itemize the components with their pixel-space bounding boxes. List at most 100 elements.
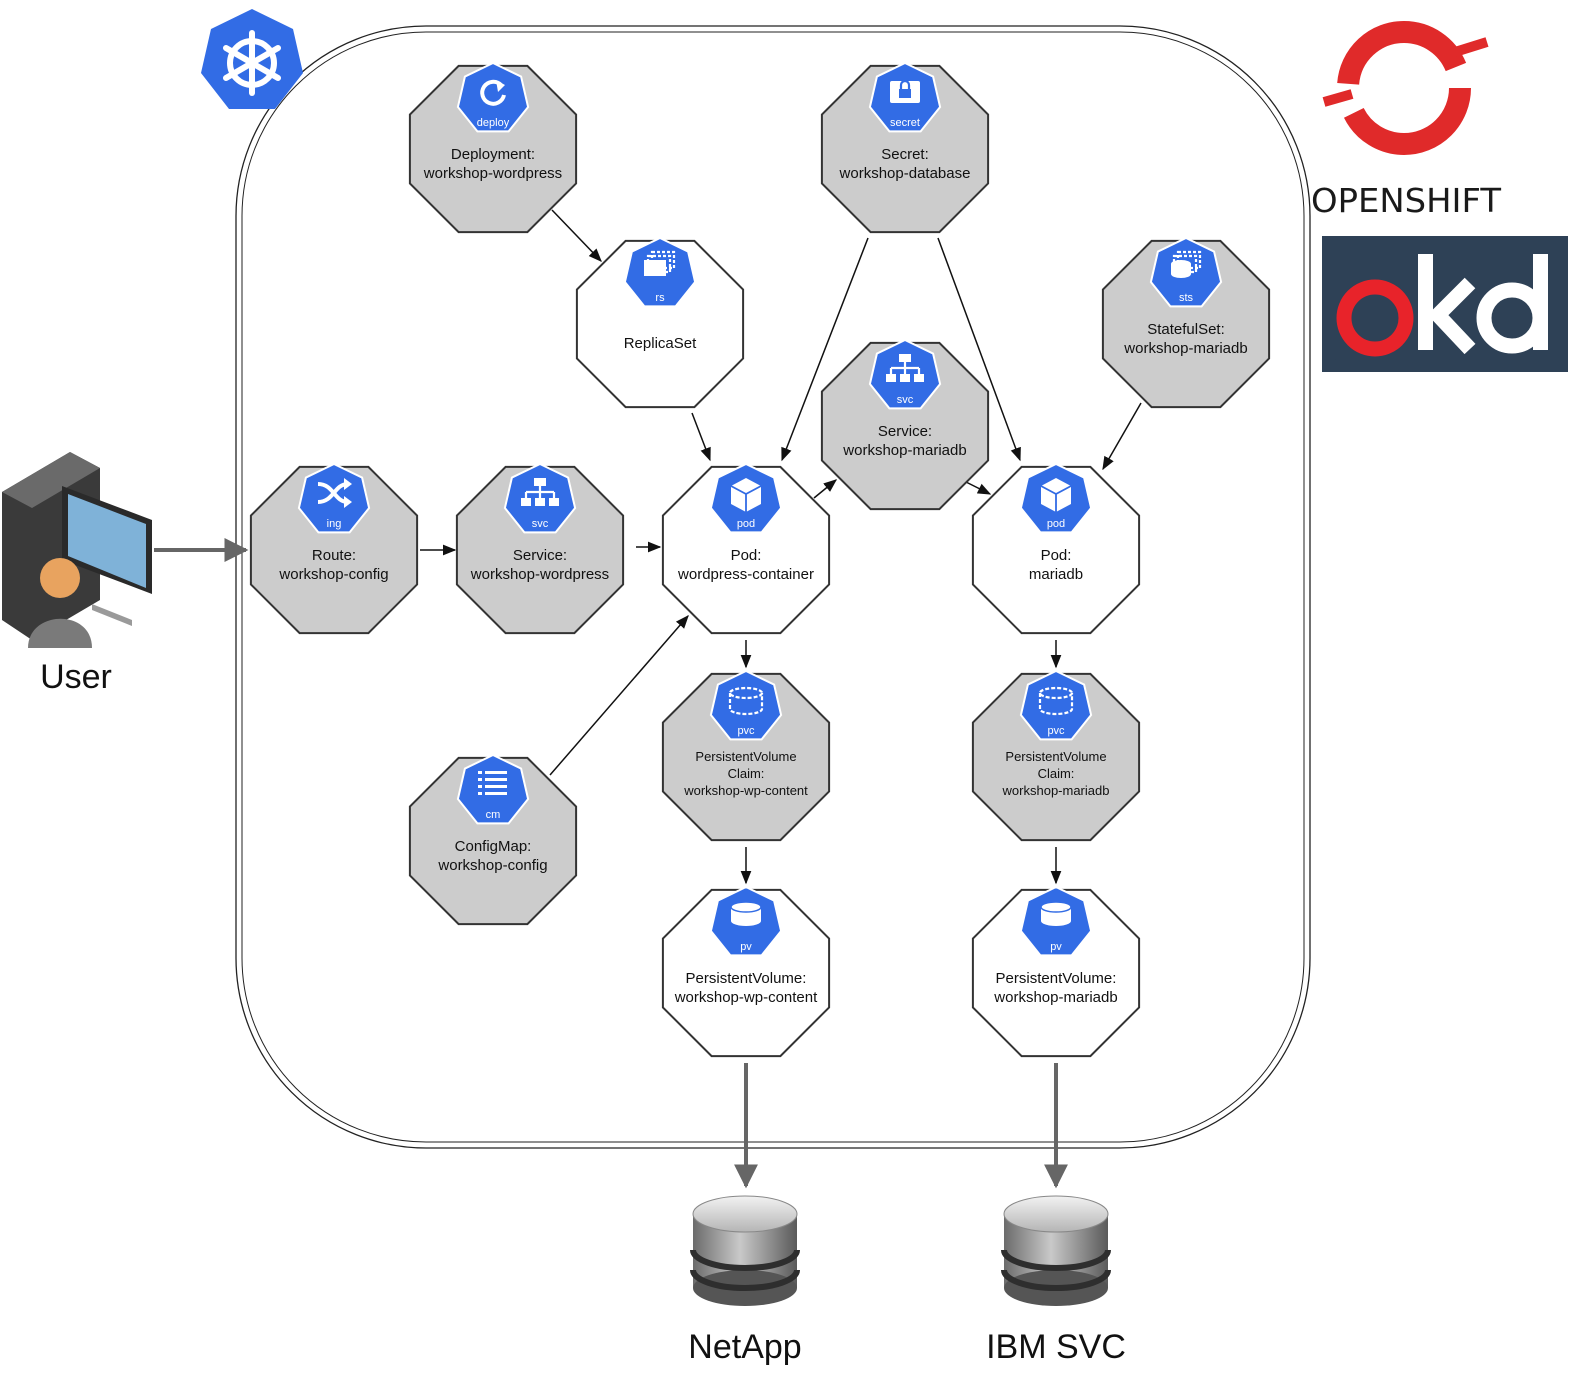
edge-deployment-to-replicaset: [551, 209, 602, 262]
badge-label: deploy: [477, 117, 510, 129]
cylinder-icon: [730, 901, 762, 926]
node-label-line: PersistentVolume: [1005, 749, 1106, 764]
cluster-boundary: [235, 25, 1311, 1149]
node-label-line: workshop-wordpress: [423, 165, 562, 182]
edge-replicaset-to-pod-wordpress: [691, 412, 711, 462]
node-label-line: ReplicaSet: [624, 335, 697, 352]
node-pvc-mariadb: pvcPersistentVolumeClaim:workshop-mariad…: [971, 669, 1141, 842]
node-label-line: Route:: [312, 547, 356, 564]
badge-label: sts: [1179, 292, 1194, 304]
k8s-badge: pv: [709, 885, 783, 957]
node-label-line: Service:: [513, 547, 567, 564]
okd-wordmark: okd: [1335, 359, 1337, 361]
workstation-icon: [2, 452, 152, 640]
shuffle-arrows-icon: [317, 478, 352, 508]
k8s-badge: rs: [623, 236, 697, 308]
edge-secret-to-pod-mariadb: [937, 237, 1021, 462]
stacked-disks-icon: [1171, 250, 1202, 278]
ibm-svc-label: IBM SVC: [986, 1328, 1126, 1366]
edges: [154, 209, 1142, 1189]
badge-label: pod: [737, 518, 755, 530]
node-label-line: mariadb: [1029, 566, 1083, 583]
node-octagon: [661, 672, 831, 842]
k8s-badge: sts: [1149, 236, 1223, 308]
dashed-disk-icon: [1038, 686, 1074, 716]
cube-icon: [730, 478, 762, 512]
node-label-line: workshop-config: [437, 857, 547, 874]
badge-label: pvc: [1047, 725, 1065, 737]
k8s-badge: pv: [1019, 885, 1093, 957]
edge-statefulset-to-pod-mariadb: [1102, 402, 1142, 471]
node-label-line: workshop-wordpress: [470, 566, 609, 583]
node-label-line: workshop-database: [839, 165, 971, 182]
rotate-arrow-icon: [480, 79, 506, 106]
k8s-badge: cm: [456, 753, 530, 825]
kubernetes-logo: [201, 9, 303, 109]
k8s-badge: svc: [503, 462, 577, 534]
node-octagon: [575, 239, 745, 409]
badge-label: rs: [655, 292, 665, 304]
node-pvc-wp: pvcPersistentVolumeClaim:workshop-wp-con…: [661, 669, 831, 842]
k8s-badge: deploy: [456, 61, 530, 133]
node-label-line: PersistentVolume: [695, 749, 796, 764]
node-label-line: Claim:: [728, 766, 765, 781]
node-octagon: [408, 756, 578, 926]
user-actor: User: [2, 452, 152, 696]
dashed-disk-icon: [728, 686, 764, 716]
netapp-storage: NetApp: [688, 1195, 802, 1366]
network-tree-icon: [886, 354, 924, 382]
node-label-line: wordpress-container: [677, 566, 814, 583]
node-octagon: [820, 64, 990, 234]
cylinder-icon: [1040, 901, 1072, 926]
k8s-badge: pod: [709, 462, 783, 534]
node-label-line: Deployment:: [451, 146, 535, 163]
node-octagon: [971, 672, 1141, 842]
node-label-line: workshop-mariadb: [993, 989, 1117, 1006]
node-octagon: [820, 341, 990, 511]
k8s-badge: ing: [297, 462, 371, 534]
badge-label: svc: [532, 518, 549, 530]
badge-label: svc: [897, 394, 914, 406]
openshift-wordmark: OPENSHIFT: [1311, 181, 1502, 220]
badge-label: pv: [1050, 941, 1062, 953]
node-label-line: Claim:: [1038, 766, 1075, 781]
node-octagon: [249, 465, 419, 635]
node-label-line: workshop-wp-content: [683, 783, 808, 798]
edge-pod-wordpress-to-service-mariadb: [813, 479, 838, 499]
node-label-line: workshop-config: [278, 566, 388, 583]
node-label-line: Secret:: [881, 146, 929, 163]
badge-label: pod: [1047, 518, 1065, 530]
okd-logo: okd: [1322, 236, 1568, 372]
node-octagon: [1101, 239, 1271, 409]
edge-secret-to-pod-wordpress: [781, 237, 869, 462]
node-label-line: StatefulSet:: [1147, 321, 1225, 338]
k8s-badge: pvc: [1019, 669, 1093, 741]
edge-service-mariadb-to-pod-mariadb: [965, 481, 992, 495]
badge-label: ing: [327, 518, 342, 530]
node-octagon: [661, 465, 831, 635]
database-icon: [1001, 1195, 1111, 1306]
node-octagon: [661, 888, 831, 1058]
node-label-line: PersistentVolume:: [686, 970, 807, 987]
node-octagon: [408, 64, 578, 234]
k8s-badge: secret: [868, 61, 942, 133]
node-label-line: Pod:: [731, 547, 762, 564]
k8s-badge: pod: [1019, 462, 1093, 534]
node-label-line: Service:: [878, 423, 932, 440]
netapp-label: NetApp: [688, 1328, 801, 1366]
list-icon: [478, 771, 507, 795]
database-icon: [690, 1195, 800, 1306]
lock-card-icon: [890, 79, 920, 103]
